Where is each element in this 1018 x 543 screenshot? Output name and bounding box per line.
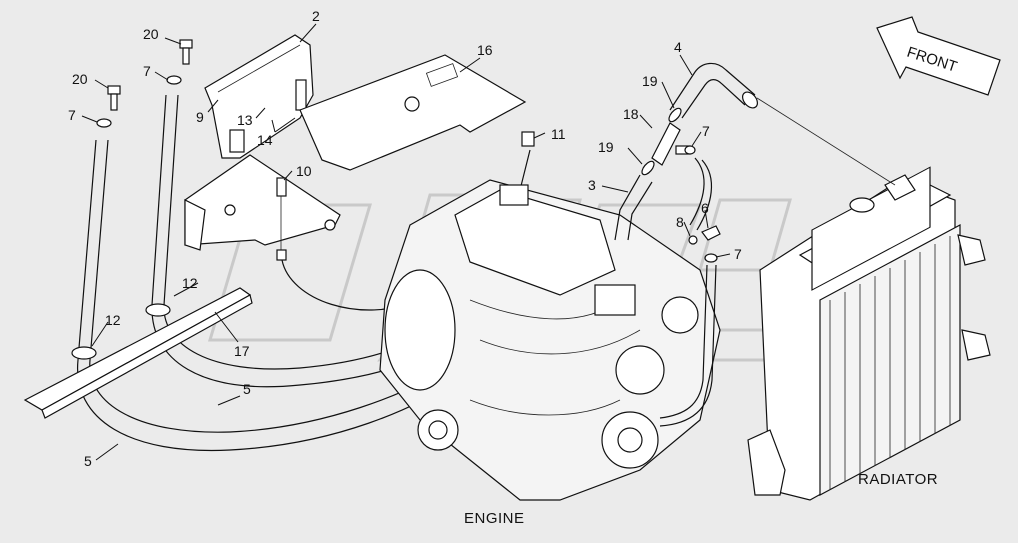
callout-6: 6 <box>701 200 709 216</box>
drain-hose <box>659 264 717 427</box>
leader-lines <box>81 23 731 461</box>
callout-12: 12 <box>105 312 121 328</box>
engine-assembly <box>379 179 721 501</box>
bolt-20-right <box>179 39 193 65</box>
bracket-10 <box>184 154 341 251</box>
radiator-caption: RADIATOR <box>858 471 938 488</box>
callout-8: 8 <box>676 214 684 230</box>
callout-20: 20 <box>72 71 88 87</box>
callout-7: 7 <box>734 246 742 262</box>
callout-19: 19 <box>642 73 658 89</box>
bypass-hose <box>689 157 713 231</box>
clamp-19-upper <box>668 107 682 123</box>
callout-4: 4 <box>674 39 682 55</box>
bracket-2 <box>204 34 314 159</box>
callout-18: 18 <box>623 106 639 122</box>
clamp-19-lower <box>641 160 655 176</box>
drain-plug-8 <box>688 235 698 245</box>
callout-5: 5 <box>243 381 251 397</box>
callout-19: 19 <box>598 139 614 155</box>
callout-20: 20 <box>143 26 159 42</box>
callout-5: 5 <box>84 453 92 469</box>
clamp-7-left <box>96 118 112 128</box>
mounting-plate-16 <box>299 54 527 171</box>
callout-7: 7 <box>68 107 76 123</box>
front-direction-arrow: FRONT <box>876 16 1001 96</box>
bolt-20-left <box>107 85 121 111</box>
clamp-7-drain <box>704 253 718 263</box>
grommet-12 <box>71 303 171 360</box>
callout-14: 14 <box>257 132 273 148</box>
callout-11: 11 <box>551 126 566 142</box>
clamp-7-connector <box>684 145 696 155</box>
support-bracket-17 <box>23 287 253 419</box>
callout-2: 2 <box>312 8 320 24</box>
callout-16: 16 <box>477 42 493 58</box>
callout-17: 17 <box>234 343 250 359</box>
callout-3: 3 <box>588 177 596 193</box>
callout-labels: 2 4 16 20 7 20 7 9 13 14 19 18 7 19 11 1… <box>68 8 742 469</box>
hose-3 <box>614 174 653 241</box>
engine-caption: ENGINE <box>464 510 525 527</box>
clip-6 <box>701 225 721 241</box>
connector-18 <box>651 122 691 166</box>
callout-7: 7 <box>702 123 710 139</box>
hose-4-connection-line <box>756 97 896 186</box>
callout-7: 7 <box>143 63 151 79</box>
callout-10: 10 <box>296 163 312 179</box>
callout-13: 13 <box>237 112 253 128</box>
hose-4 <box>669 62 758 119</box>
radiator-assembly <box>747 166 991 501</box>
clamp-7-right <box>166 75 182 85</box>
callout-12: 12 <box>182 275 198 291</box>
callout-9: 9 <box>196 109 204 125</box>
